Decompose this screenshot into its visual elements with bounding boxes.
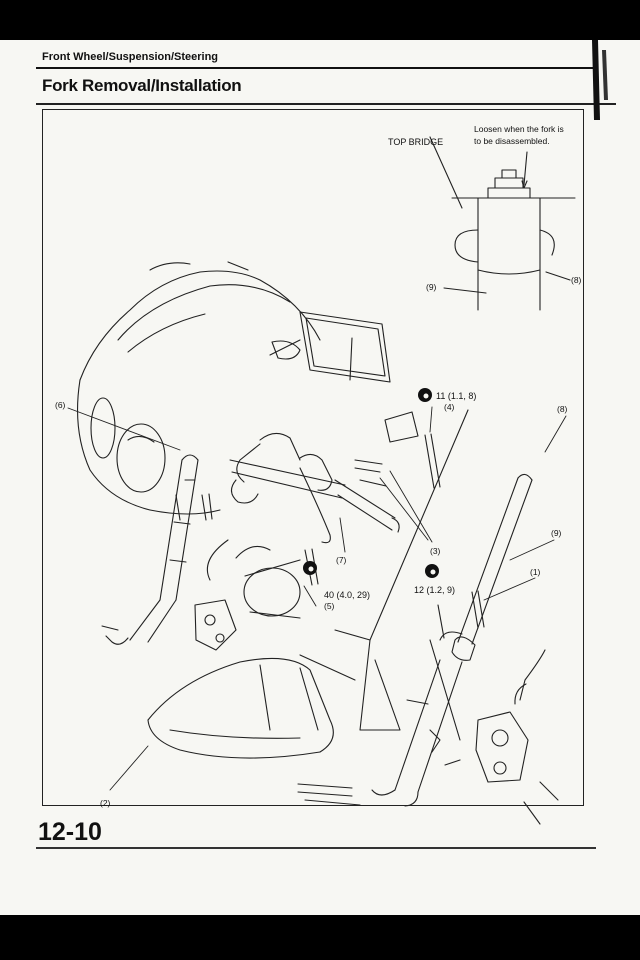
left-fork-assembled <box>101 454 199 645</box>
torque-wrench-icon <box>425 564 439 578</box>
torque-wrench-icon <box>303 561 317 575</box>
torque-3: 12 (1.2, 9) <box>414 585 455 595</box>
page-number: 12-10 <box>38 818 102 846</box>
callout-9-inset: (9) <box>426 282 437 292</box>
callout-leaders <box>67 406 567 791</box>
left-caliper <box>194 599 237 651</box>
right-caliper <box>475 649 546 783</box>
callout-2: (2) <box>100 798 111 808</box>
page-title: Fork Removal/Installation <box>42 76 242 95</box>
torque-5: 40 (4.0, 29) <box>324 590 370 600</box>
handlebar-assembly <box>229 432 400 544</box>
callout-9: (9) <box>551 528 562 538</box>
callout-1: (1) <box>530 567 541 577</box>
callout-5: (5) <box>324 601 335 611</box>
top-black-border <box>0 0 640 40</box>
fairing <box>76 261 321 515</box>
torque-wrench-icon <box>418 388 432 402</box>
binding-edge <box>592 40 608 120</box>
headlight <box>235 545 301 619</box>
illustration-frame <box>42 109 584 806</box>
right-fork-leg <box>371 473 533 807</box>
callout-8: (8) <box>557 404 568 414</box>
callout-6: (6) <box>55 400 66 410</box>
label-note-line2: to be disassembled. <box>474 136 550 146</box>
bottom-black-border <box>0 915 640 960</box>
callout-8-inset: (8) <box>571 275 582 285</box>
callout-3: (3) <box>430 546 441 556</box>
header-rule <box>36 67 596 69</box>
callout-4: (4) <box>444 402 455 412</box>
top-bridge-inset <box>429 136 576 311</box>
footer-rule <box>36 847 596 849</box>
bolts <box>175 411 559 825</box>
mirror <box>269 311 391 383</box>
front-fender <box>147 657 334 759</box>
manual-page: Front Wheel/Suspension/Steering Fork Rem… <box>0 40 640 915</box>
title-rule <box>36 103 616 105</box>
callout-7: (7) <box>336 555 347 565</box>
leader-outlines <box>206 337 469 766</box>
exploded-view-diagram: TOP BRIDGE Loosen when the fork is to be… <box>55 124 582 825</box>
torque-4: 11 (1.1, 8) <box>436 391 476 401</box>
label-top-bridge: TOP BRIDGE <box>388 137 443 147</box>
section-header: Front Wheel/Suspension/Steering <box>42 51 219 63</box>
label-note-line1: Loosen when the fork is <box>474 124 564 134</box>
